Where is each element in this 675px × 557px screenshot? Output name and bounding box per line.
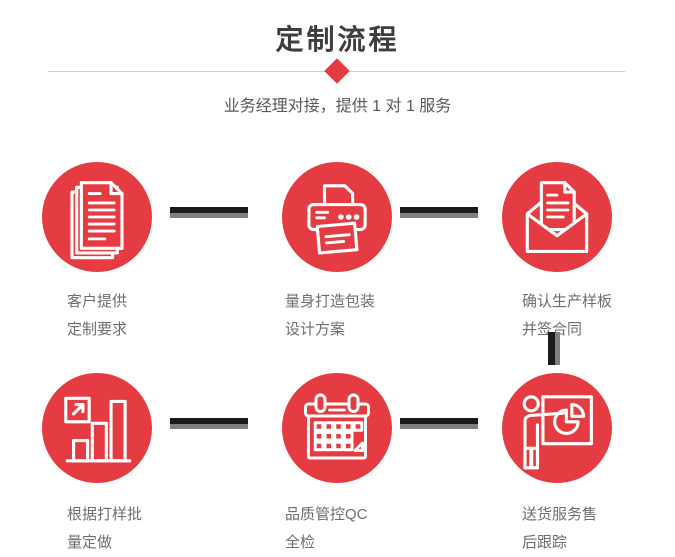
connector-step3-step6 bbox=[548, 332, 560, 365]
step-label-packaging-design: 量身打造包装 设计方案 bbox=[285, 288, 375, 344]
step-label-delivery-tracking: 送货服务售 后跟踪 bbox=[522, 501, 597, 557]
step-customer-requirements bbox=[42, 162, 152, 272]
step-packaging-design bbox=[282, 162, 392, 272]
connector-shadow bbox=[555, 332, 560, 365]
label-line: 品质管控QC bbox=[285, 506, 368, 523]
connector-shadow bbox=[170, 213, 248, 218]
label-line: 并签合同 bbox=[522, 321, 583, 338]
label-line: 根据打样批 bbox=[67, 506, 143, 523]
step-batch-production bbox=[42, 373, 152, 483]
connector-step1-step2 bbox=[170, 207, 248, 218]
presentation-icon bbox=[522, 395, 593, 470]
label-line: 全检 bbox=[285, 534, 316, 551]
subtitle: 业务经理对接，提供 1 对 1 服务 bbox=[223, 98, 452, 115]
label-line: 量定做 bbox=[67, 534, 113, 551]
connector-bar bbox=[400, 207, 478, 213]
connector-step2-step3 bbox=[400, 207, 478, 218]
connector-shadow bbox=[400, 424, 478, 429]
label-line: 量身打造包装 bbox=[285, 293, 376, 310]
connector-bar bbox=[548, 332, 555, 365]
step-sample-confirmation bbox=[502, 162, 612, 272]
connector-shadow bbox=[170, 424, 248, 429]
label-line: 送货服务售 bbox=[522, 506, 598, 523]
printer-icon bbox=[307, 184, 367, 255]
label-line: 客户提供 bbox=[67, 293, 128, 310]
envelope-icon bbox=[525, 181, 589, 253]
label-line: 确认生产样板 bbox=[522, 293, 613, 310]
step-delivery-tracking bbox=[502, 373, 612, 483]
step-label-batch-production: 根据打样批 量定做 bbox=[67, 501, 142, 557]
bar-chart-icon bbox=[64, 396, 132, 463]
label-line: 后跟踪 bbox=[522, 534, 568, 551]
label-line: 定制要求 bbox=[67, 321, 128, 338]
connector-bar bbox=[170, 418, 248, 424]
diamond-icon bbox=[324, 58, 350, 84]
connector-step4-step5 bbox=[170, 418, 248, 429]
calendar-icon bbox=[304, 393, 370, 460]
connector-bar bbox=[400, 418, 478, 424]
documents-icon bbox=[70, 181, 124, 260]
connector-step5-step6 bbox=[400, 418, 478, 429]
step-label-customer-requirements: 客户提供 定制要求 bbox=[67, 288, 127, 344]
step-label-quality-control: 品质管控QC 全检 bbox=[285, 501, 368, 557]
step-label-sample-confirmation: 确认生产样板 并签合同 bbox=[522, 288, 612, 344]
step-quality-control bbox=[282, 373, 392, 483]
connector-shadow bbox=[400, 213, 478, 218]
connector-bar bbox=[170, 207, 248, 213]
label-line: 设计方案 bbox=[285, 321, 346, 338]
divider-line bbox=[48, 58, 625, 84]
page-title: 定制流程 bbox=[275, 24, 400, 55]
